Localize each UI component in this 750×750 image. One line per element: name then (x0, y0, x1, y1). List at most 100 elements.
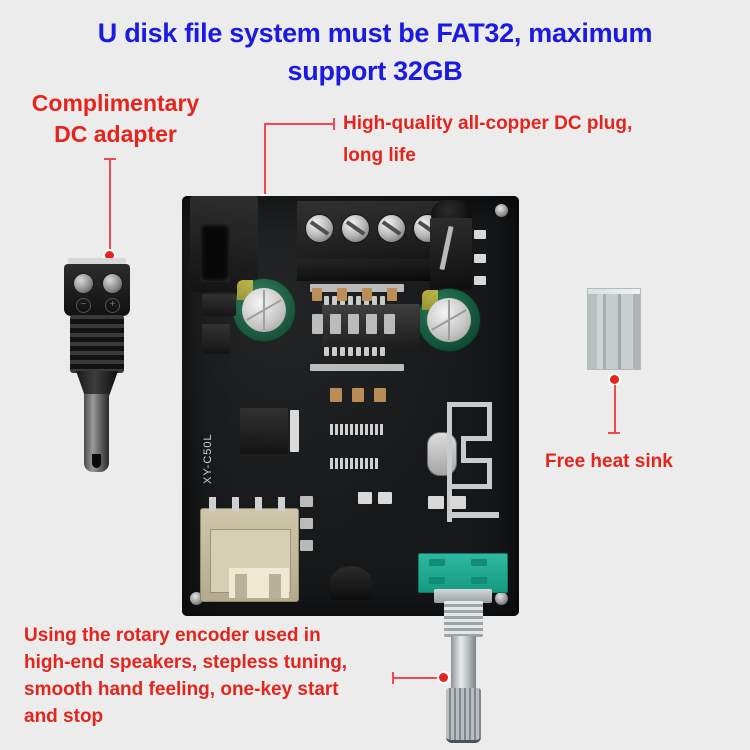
encoder-knurled-tip[interactable] (446, 688, 481, 743)
solder-pad-3 (474, 276, 486, 285)
smd-resistor-row-2 (310, 364, 404, 371)
usb-a-port[interactable] (200, 497, 299, 602)
smd-regulator (240, 408, 288, 454)
mounting-hole-bottom-left (190, 592, 203, 605)
annotation-rotary-encoder: Using the rotary encoder used in high-en… (24, 622, 414, 730)
rotary-encoder-body[interactable] (418, 553, 508, 593)
smd-cap-4 (366, 314, 377, 334)
pin-header-row-1 (330, 424, 383, 435)
usb-tongue (229, 568, 289, 598)
speaker-terminal-block[interactable] (297, 201, 447, 271)
page-title: U disk file system must be FAT32, maximu… (0, 14, 750, 90)
crystal-oscillator (427, 432, 457, 476)
amplifier-ic (322, 304, 420, 348)
title-line-2: support 32GB (287, 56, 463, 86)
pcb-meander-antenna (447, 402, 509, 522)
annotation-dc-adapter: Complimentary DC adapter (8, 88, 223, 150)
leader-cap-heat-sink (608, 432, 620, 434)
smd-resistor-row-1 (310, 284, 404, 292)
capacitor-polarity-band-right (422, 290, 438, 310)
adapter-screw-positive (102, 273, 123, 294)
solder-pad-1 (474, 230, 486, 239)
annotation-dc-plug: High-quality all-copper DC plug, long li… (343, 108, 733, 172)
leader-dot-rotary-encoder (437, 671, 450, 684)
dc-adapter-plug: − + (62, 258, 132, 473)
smd-component-e (330, 388, 342, 402)
smd-component-g (374, 388, 386, 402)
smd-component-c (362, 288, 372, 301)
smd-component-b (337, 288, 347, 301)
test-pad-4 (450, 496, 466, 509)
audio-jack-bottom[interactable] (330, 566, 372, 600)
test-pad-3 (428, 496, 444, 509)
adapter-pin-hole (92, 454, 101, 468)
aluminum-heat-sink (587, 288, 641, 370)
solder-pad-2 (474, 254, 486, 263)
adapter-terminal-housing: − + (64, 264, 130, 316)
smd-component-f (352, 388, 364, 402)
silkscreen-model-label: XY-C50L (202, 433, 214, 484)
smd-transistor-1 (202, 294, 236, 316)
annotation-dc-plug-line-2: long life (343, 145, 416, 166)
leader-line-rotary-encoder (392, 677, 440, 679)
leader-cap-dc-plug (333, 118, 335, 130)
encoder-base-plate (434, 589, 492, 603)
capacitor-top-left (242, 288, 286, 332)
smd-cap-2 (330, 314, 341, 334)
annotation-dc-adapter-line-1: Complimentary (31, 90, 200, 116)
pin-header-row-2 (330, 458, 378, 469)
regulator-pad (290, 410, 299, 452)
dc-barrel-jack[interactable] (190, 196, 258, 292)
annotation-dc-adapter-line-2: DC adapter (54, 121, 177, 147)
encoder-threaded-bushing (444, 601, 483, 637)
smd-led-2 (300, 518, 313, 529)
audio-jack-body (431, 200, 471, 230)
mounting-hole-bottom-right (495, 592, 508, 605)
terminal-screw-2[interactable] (341, 214, 370, 243)
adapter-ribbed-grip (70, 315, 124, 373)
adapter-top-plate (68, 258, 126, 266)
annotation-dc-plug-line-1: High-quality all-copper DC plug, (343, 113, 633, 134)
usb-mounting-legs (209, 497, 285, 511)
usb-opening (210, 529, 291, 598)
heat-sink-top-edge (588, 289, 640, 294)
terminal-screw-4[interactable] (413, 214, 442, 243)
amplifier-pcb-board: XY-C50L (182, 196, 519, 743)
electrolytic-capacitor-left (232, 278, 296, 342)
mounting-hole-top-right (495, 204, 508, 217)
annotation-rotary-encoder-line-4: and stop (24, 706, 104, 727)
jack-contact-spring (439, 225, 454, 271)
title-line-1: U disk file system must be FAT32, maximu… (97, 18, 653, 48)
test-pad-2 (378, 492, 392, 504)
audio-jack-aux[interactable] (425, 200, 477, 252)
electrolytic-capacitor-right (417, 288, 481, 352)
terminal-screw-1[interactable] (305, 214, 334, 243)
smd-component-d (387, 288, 397, 301)
leader-line-heat-sink (614, 385, 616, 433)
leader-line-dc-plug-horizontal (264, 123, 334, 125)
terminal-screw-3[interactable] (377, 214, 406, 243)
smd-component-a (312, 288, 322, 301)
terminal-block-base (297, 259, 447, 281)
test-pad-1 (358, 492, 372, 504)
leader-line-dc-plug-vertical (264, 123, 266, 199)
smd-cap-1 (312, 314, 323, 334)
encoder-shaft[interactable] (451, 636, 476, 692)
adapter-polarity-plus: + (105, 298, 120, 313)
leader-line-dc-adapter (109, 158, 111, 254)
adapter-polarity-minus: − (76, 298, 91, 313)
ic-pins-bottom (324, 347, 385, 356)
annotation-rotary-encoder-line-3: smooth hand feeling, one-key start (24, 679, 339, 700)
dc-jack-barrel (200, 224, 230, 282)
adapter-screw-negative (73, 273, 94, 294)
annotation-heat-sink: Free heat sink (545, 448, 745, 476)
mounting-hole-top-left (190, 204, 203, 217)
smd-led-1 (300, 496, 313, 507)
capacitor-top-right (427, 298, 471, 342)
annotation-heat-sink-label: Free heat sink (545, 451, 673, 472)
smd-transistor-2 (202, 324, 230, 354)
smd-cap-3 (348, 314, 359, 334)
annotation-rotary-encoder-line-2: high-end speakers, stepless tuning, (24, 652, 348, 673)
smd-led-3 (300, 540, 313, 551)
